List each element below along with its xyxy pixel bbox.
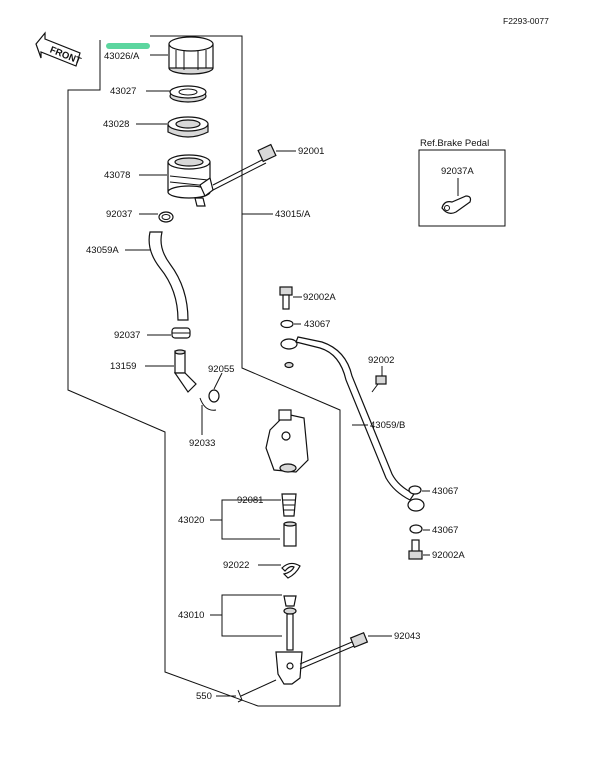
highlight-marker bbox=[106, 43, 150, 49]
front-arrow-icon: FRONT bbox=[35, 31, 83, 67]
bracket-43010 bbox=[221, 594, 282, 637]
label-92022: 92022 bbox=[223, 560, 249, 571]
reservoir-cap bbox=[168, 36, 214, 75]
label-92043: 92043 bbox=[394, 631, 420, 642]
spring-92081 bbox=[281, 493, 297, 517]
cotter-pin-550 bbox=[237, 679, 277, 703]
hose-clamp-top bbox=[158, 211, 174, 223]
label-92033: 92033 bbox=[189, 438, 215, 449]
label-43078: 43078 bbox=[104, 170, 130, 181]
push-rod-assembly bbox=[275, 595, 303, 685]
label-13159: 13159 bbox=[110, 361, 136, 372]
reservoir-plate bbox=[169, 85, 207, 103]
label-43067-mid: 43067 bbox=[432, 486, 458, 497]
label-43067-low: 43067 bbox=[432, 525, 458, 536]
bolt-92001 bbox=[212, 143, 277, 191]
reservoir-tank bbox=[167, 154, 214, 207]
reservoir-hose bbox=[148, 231, 189, 321]
master-cylinder-body bbox=[265, 409, 309, 473]
label-550: 550 bbox=[196, 691, 212, 702]
label-43020: 43020 bbox=[178, 515, 204, 526]
label-43028: 43028 bbox=[103, 119, 129, 130]
washer-mid bbox=[408, 485, 422, 495]
o-ring-92055 bbox=[208, 389, 220, 403]
bolt-92002 bbox=[371, 375, 387, 393]
label-43067-top: 43067 bbox=[304, 319, 330, 330]
hose-fitting-13159 bbox=[173, 349, 197, 393]
label-43015A: 43015/A bbox=[275, 209, 311, 220]
diagram-code: F2293-0077 bbox=[503, 16, 549, 26]
label-43010: 43010 bbox=[178, 610, 204, 621]
piston-cup bbox=[283, 521, 297, 547]
label-43027: 43027 bbox=[110, 86, 136, 97]
label-43026A: 43026/A bbox=[104, 51, 140, 62]
reservoir-diaphragm bbox=[167, 116, 209, 138]
label-92002A-top: 92002A bbox=[303, 292, 336, 303]
banjo-bolt-top bbox=[279, 286, 293, 310]
label-92002A-low: 92002A bbox=[432, 550, 465, 561]
inset-title: Ref.Brake Pedal bbox=[420, 138, 489, 149]
inset-part-label: 92037A bbox=[441, 166, 474, 177]
label-92037-mid: 92037 bbox=[114, 330, 140, 341]
clevis-pin-92043 bbox=[299, 631, 369, 670]
washer-low bbox=[409, 524, 423, 534]
banjo-bolt-low bbox=[408, 539, 423, 560]
label-92001: 92001 bbox=[298, 146, 324, 157]
assembly-outline bbox=[67, 35, 341, 707]
label-43059A: 43059A bbox=[86, 245, 119, 256]
brake-pedal-inset: Ref.Brake Pedal 92037A bbox=[418, 138, 506, 227]
label-43059B: 43059/B bbox=[370, 420, 405, 431]
label-92002: 92002 bbox=[368, 355, 394, 366]
label-92055: 92055 bbox=[208, 364, 234, 375]
hose-clamp-mid bbox=[171, 327, 191, 339]
label-92037-top: 92037 bbox=[106, 209, 132, 220]
washer-top bbox=[280, 319, 294, 329]
circlip-92022 bbox=[281, 562, 301, 579]
snap-ring-92033 bbox=[199, 397, 217, 411]
